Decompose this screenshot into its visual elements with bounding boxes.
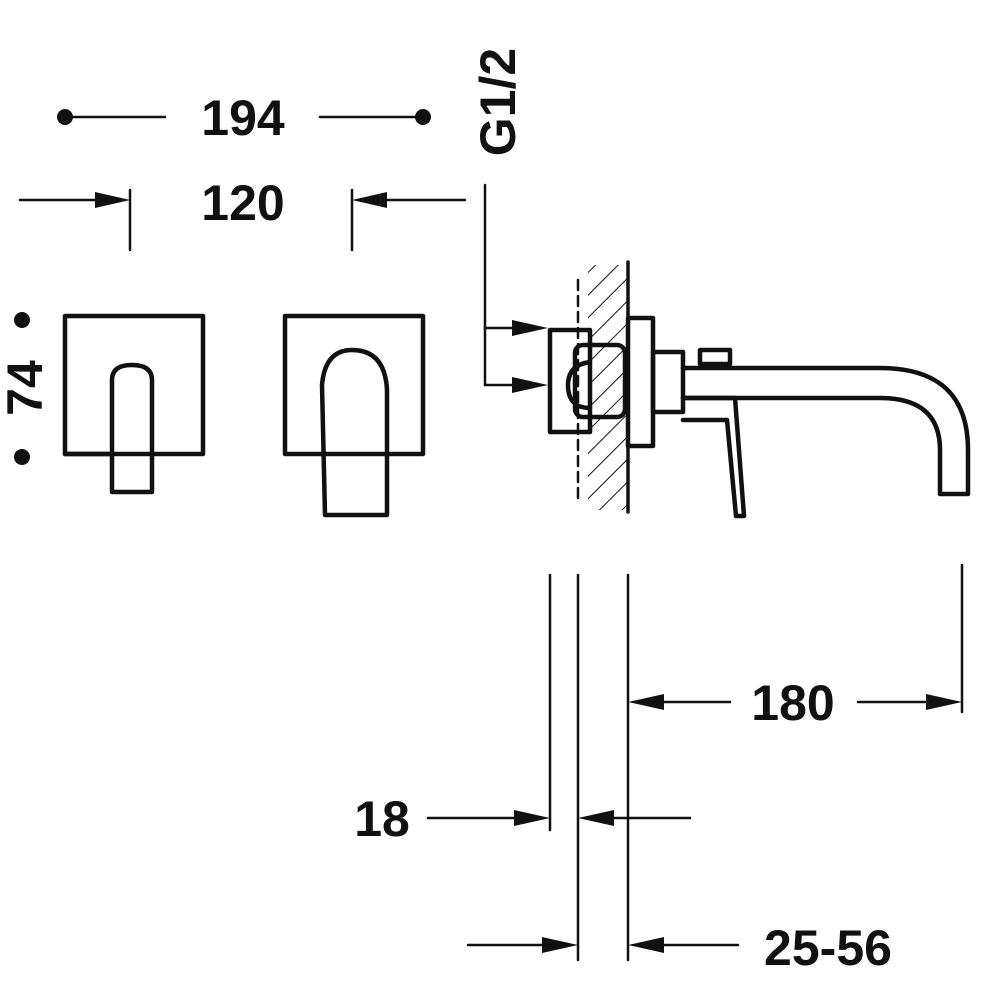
dimension-g12-label: G1/2 bbox=[470, 48, 526, 156]
dimension-120-label: 120 bbox=[201, 175, 284, 231]
dimension-thread: G1/2 bbox=[470, 48, 548, 393]
dimension-18-label: 18 bbox=[354, 791, 410, 847]
dimension-overall-width: 194 bbox=[57, 90, 431, 146]
front-view-left bbox=[62, 313, 206, 495]
dimension-plate-height: 74 bbox=[0, 312, 53, 465]
dimension-194-label: 194 bbox=[201, 90, 285, 146]
side-view bbox=[547, 260, 971, 519]
dimension-plate-depth: 18 bbox=[354, 791, 692, 847]
dimension-180-label: 180 bbox=[751, 675, 834, 731]
wall-hatching bbox=[588, 265, 628, 510]
dimension-25-56-label: 25-56 bbox=[764, 920, 892, 976]
dimension-74-label: 74 bbox=[0, 360, 53, 416]
dimension-wall-range: 25-56 bbox=[466, 920, 892, 976]
dimension-plate-width: 120 bbox=[18, 175, 467, 252]
dimension-spout-projection: 180 bbox=[628, 675, 962, 731]
extension-lines bbox=[548, 563, 964, 962]
front-view-right bbox=[282, 313, 426, 518]
